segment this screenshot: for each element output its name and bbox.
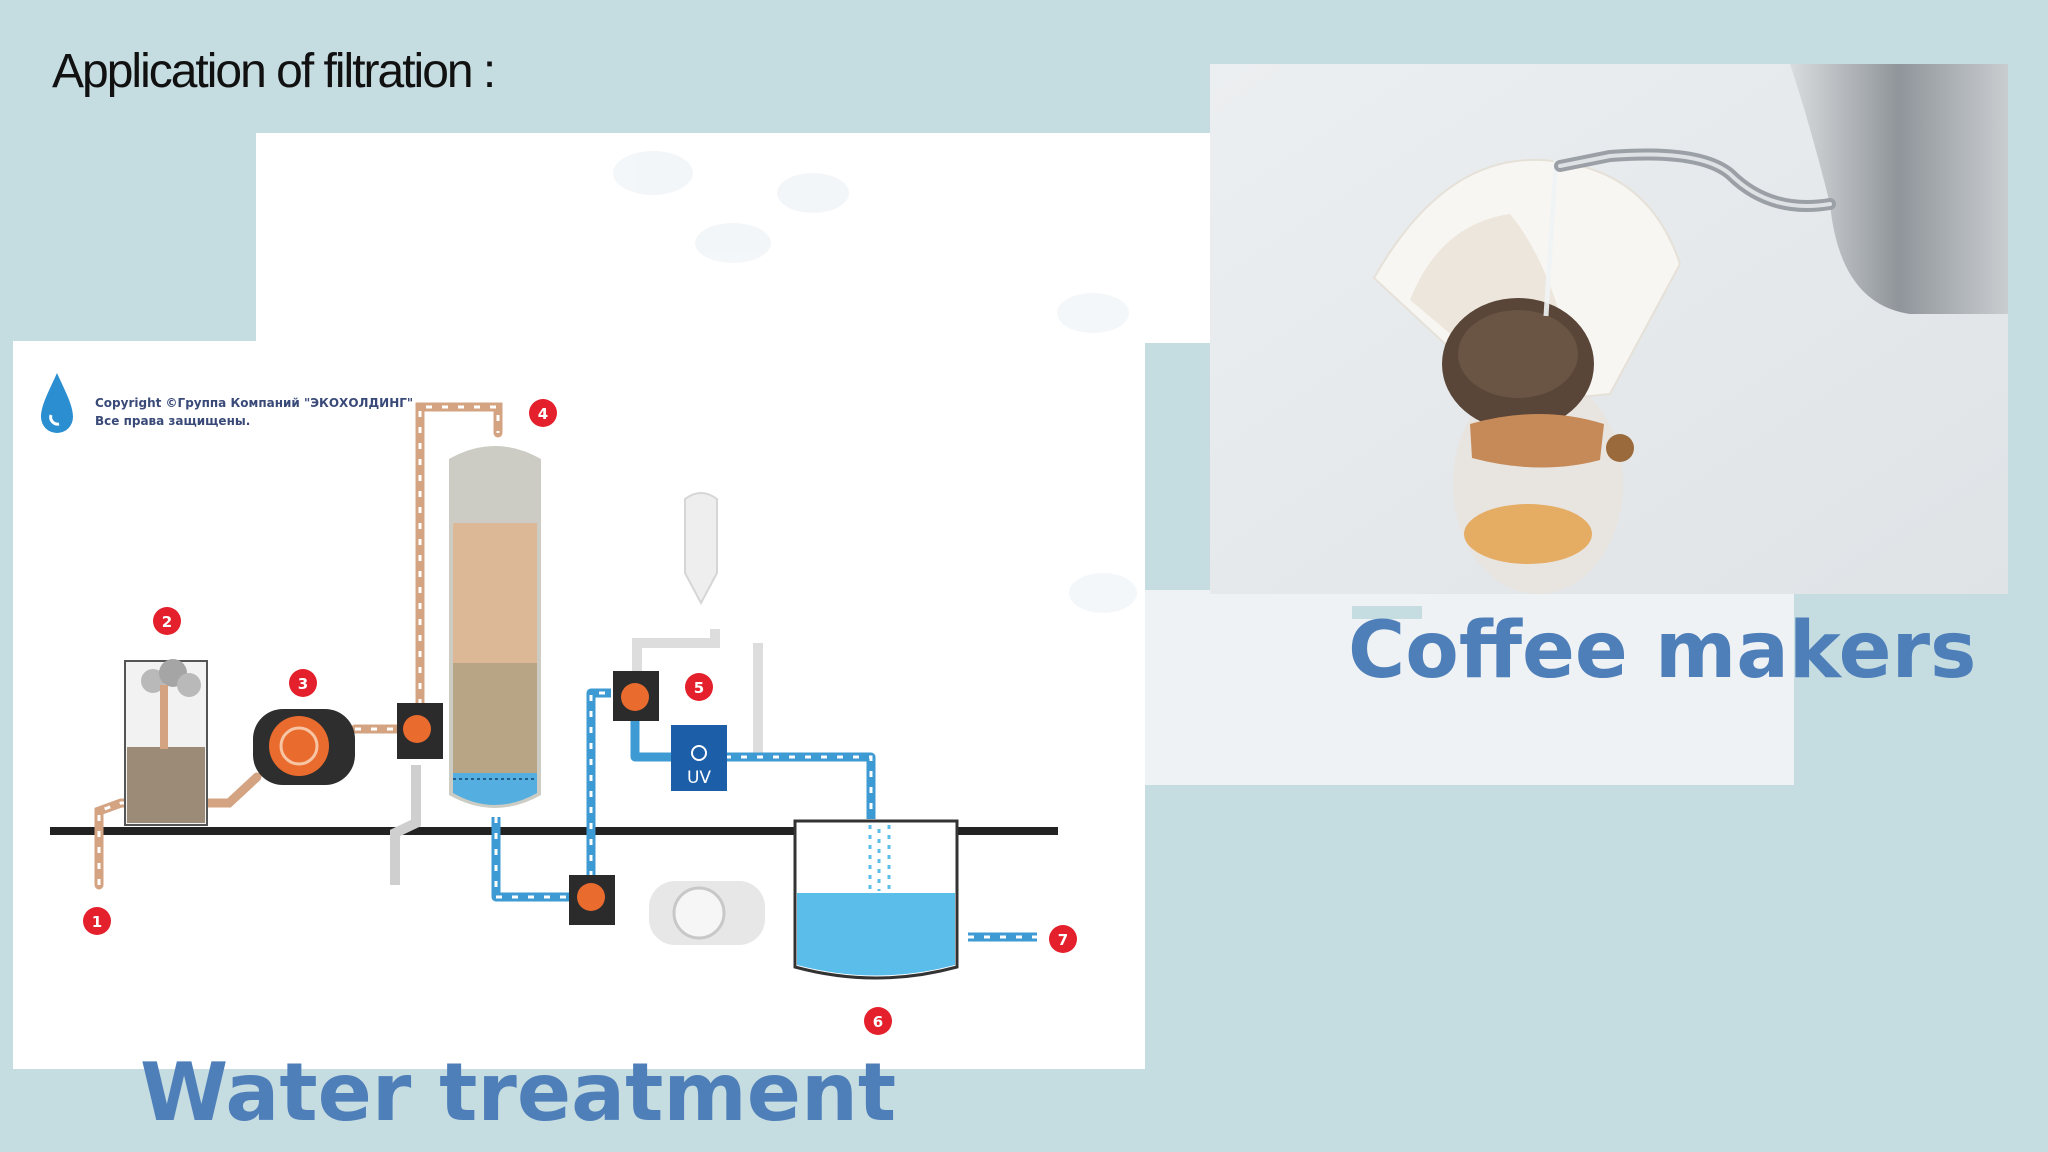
slide-title: Application of filtration : xyxy=(52,45,496,98)
aerator-tank xyxy=(124,659,208,826)
stage-marker-1: 1 xyxy=(83,907,111,935)
svg-text:6: 6 xyxy=(873,1013,883,1031)
svg-text:4: 4 xyxy=(538,405,548,423)
uv-sterilizer: UV xyxy=(671,725,727,791)
svg-text:7: 7 xyxy=(1058,931,1068,949)
stage-marker-2: 2 xyxy=(153,607,181,635)
svg-text:1: 1 xyxy=(92,913,102,931)
stage-marker-6: 6 xyxy=(864,1007,892,1035)
copyright-line-1: Copyright ©Группа Компаний "ЭКОХОЛДИНГ" xyxy=(95,396,413,410)
company-logo xyxy=(41,373,73,433)
sand-filter-column xyxy=(449,446,541,808)
stage-marker-5: 5 xyxy=(685,673,713,701)
stage-marker-7: 7 xyxy=(1049,925,1077,953)
coffee-maker-photo xyxy=(1210,64,2008,594)
svg-text:2: 2 xyxy=(162,613,172,631)
feed-pump xyxy=(253,709,355,785)
stage-marker-3: 3 xyxy=(289,669,317,697)
copyright-line-2: Все права защищены. xyxy=(95,414,250,428)
coffee-backdrop-lower xyxy=(1144,590,1794,785)
svg-text:5: 5 xyxy=(694,679,704,697)
accent-bar xyxy=(1352,606,1422,619)
water-treatment-caption: Water treatment xyxy=(140,1046,897,1139)
svg-text:3: 3 xyxy=(298,675,308,693)
stage-marker-4: 4 xyxy=(529,399,557,427)
pour-kettle xyxy=(1554,64,2008,314)
uv-label: UV xyxy=(687,768,711,788)
storage-tank xyxy=(793,819,959,980)
wooden-collar xyxy=(1470,414,1604,468)
ground-line xyxy=(50,827,1058,835)
coffee-makers-caption: Coffee makers xyxy=(1348,606,1977,696)
water-treatment-diagram: Copyright ©Группа Компаний "ЭКОХОЛДИНГ" … xyxy=(13,133,1145,1069)
